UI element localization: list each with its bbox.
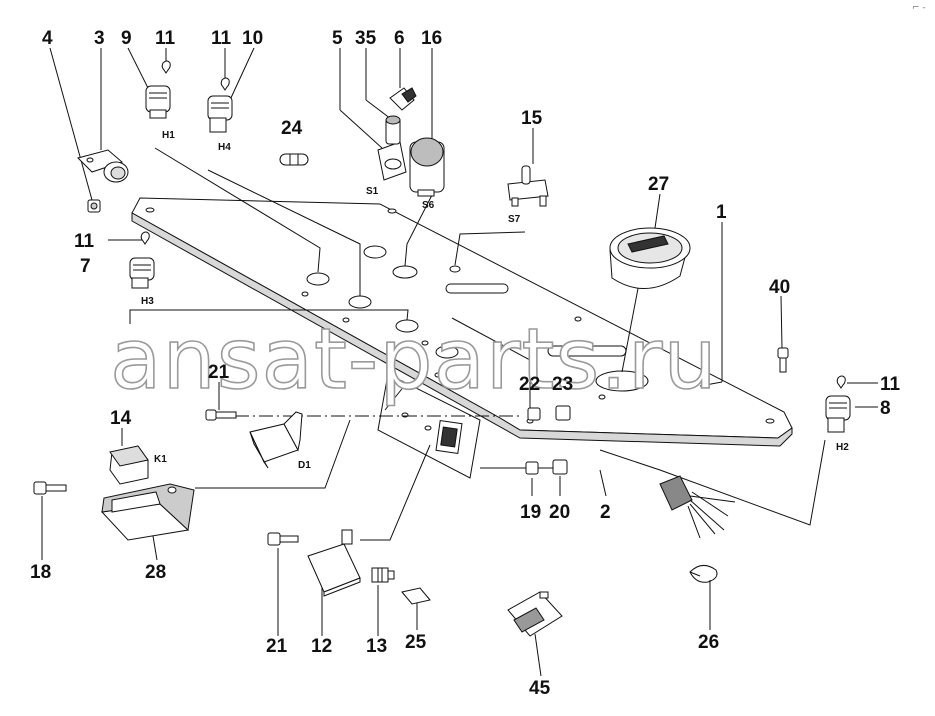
fuse-part-24 (279, 153, 309, 166)
tag-s1: S1 (366, 186, 379, 197)
switch-plate (377, 373, 481, 479)
callout-22: 22 (519, 374, 540, 395)
callout-16: 16 (421, 28, 442, 49)
callout-11: 11 (211, 28, 232, 49)
callout-7: 7 (80, 256, 91, 277)
tag-h2: H2 (836, 442, 849, 453)
nuts-22-23 (527, 405, 571, 421)
tag-h1: H1 (162, 130, 175, 141)
holder-part-28 (100, 483, 195, 541)
callout-5: 5 (332, 28, 343, 49)
tag-s6: S6 (422, 200, 435, 211)
tag-d1: D1 (298, 460, 311, 471)
callout-45: 45 (529, 678, 551, 699)
callout-6: 6 (394, 28, 405, 49)
callout-19: 19 (520, 502, 541, 523)
indicator-s6 (409, 137, 445, 197)
callout-25: 25 (405, 632, 427, 653)
switch-s1 (377, 115, 407, 181)
callout-40: 40 (769, 277, 790, 298)
nut-part-4 (87, 199, 101, 213)
leader-lines (129, 147, 826, 541)
callout-15: 15 (521, 108, 543, 129)
screw-part-21-bottom (267, 532, 299, 546)
gauge-part-27 (609, 227, 691, 289)
callout-8: 8 (880, 398, 891, 419)
callout-13: 13 (366, 636, 387, 657)
callout-23: 23 (552, 374, 573, 395)
callout-14: 14 (110, 408, 132, 429)
tag-k1: K1 (154, 454, 167, 465)
corner-mark: ⌐ - (912, 3, 926, 13)
callout-4: 4 (42, 28, 53, 49)
callout-1: 1 (716, 202, 727, 223)
callout-3: 3 (94, 28, 105, 49)
lamp-h4 (207, 77, 233, 133)
callout-35: 35 (355, 28, 377, 49)
module-part-45 (507, 591, 563, 637)
callout-9: 9 (121, 28, 132, 49)
callout-24: 24 (281, 118, 303, 139)
callout-26: 26 (698, 632, 719, 653)
bracket-part-3 (77, 149, 129, 183)
callout-21: 21 (266, 636, 288, 657)
cap-part-6 (389, 87, 417, 111)
lamp-h3 (129, 231, 155, 289)
watermark: ansat-parts.ru (110, 310, 718, 408)
callout-2: 2 (600, 502, 611, 523)
callout-11: 11 (155, 28, 176, 49)
callout-28: 28 (145, 562, 166, 583)
callout-11: 11 (880, 374, 901, 395)
cable-part-2 (659, 475, 736, 539)
toggle-s7 (507, 165, 549, 207)
screw-part-21-top (205, 409, 237, 421)
callout-27: 27 (648, 174, 669, 195)
callout-18: 18 (30, 562, 51, 583)
tag-s7: S7 (508, 214, 521, 225)
screw-part-18 (33, 481, 67, 495)
callout-21: 21 (208, 362, 230, 383)
callout-leaders (41, 47, 878, 677)
callout-10: 10 (242, 28, 263, 49)
clamp-part-26 (689, 565, 718, 583)
lamp-h1 (145, 60, 171, 119)
diode-d1 (249, 411, 303, 469)
callout-12: 12 (311, 636, 332, 657)
tag-h3: H3 (141, 296, 154, 307)
connector-part-13 (371, 567, 395, 583)
flasher-part-12 (307, 529, 361, 597)
tag-h4: H4 (218, 142, 231, 153)
screw-part-40 (777, 347, 789, 373)
callout-11: 11 (74, 231, 95, 252)
nuts-19-20 (525, 459, 568, 475)
callout-20: 20 (549, 502, 570, 523)
relay-k1 (109, 445, 149, 485)
instrument-panel (131, 197, 793, 447)
lamp-h2 (825, 375, 851, 433)
clip-part-25 (401, 587, 431, 605)
